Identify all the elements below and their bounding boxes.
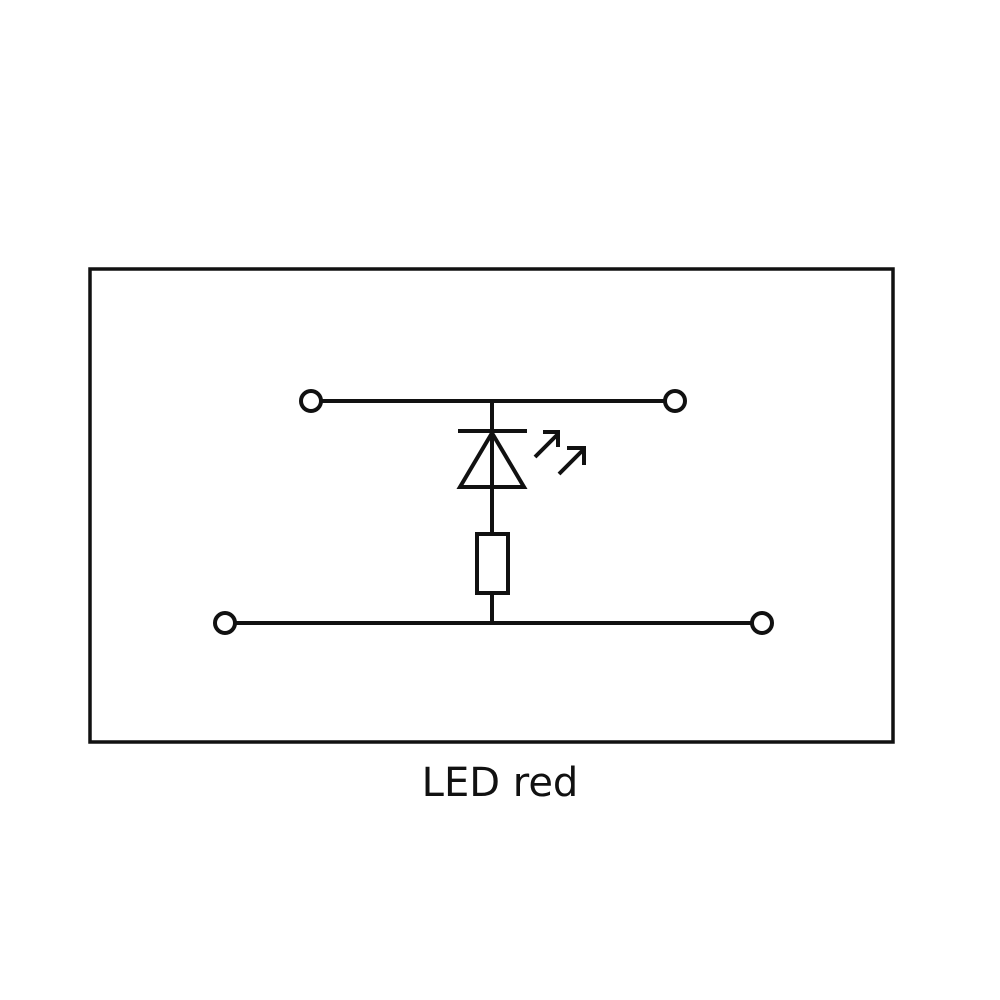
diagram-caption: LED red xyxy=(421,760,579,806)
terminal-bottom-left xyxy=(213,611,237,635)
resistor-icon xyxy=(475,532,510,595)
light-emission-arrows-icon xyxy=(533,430,586,476)
terminal-bottom-right xyxy=(750,611,774,635)
led-icon xyxy=(456,429,528,533)
terminal-top-left xyxy=(299,389,323,413)
terminal-top-right xyxy=(663,389,687,413)
component-frame xyxy=(88,267,895,744)
